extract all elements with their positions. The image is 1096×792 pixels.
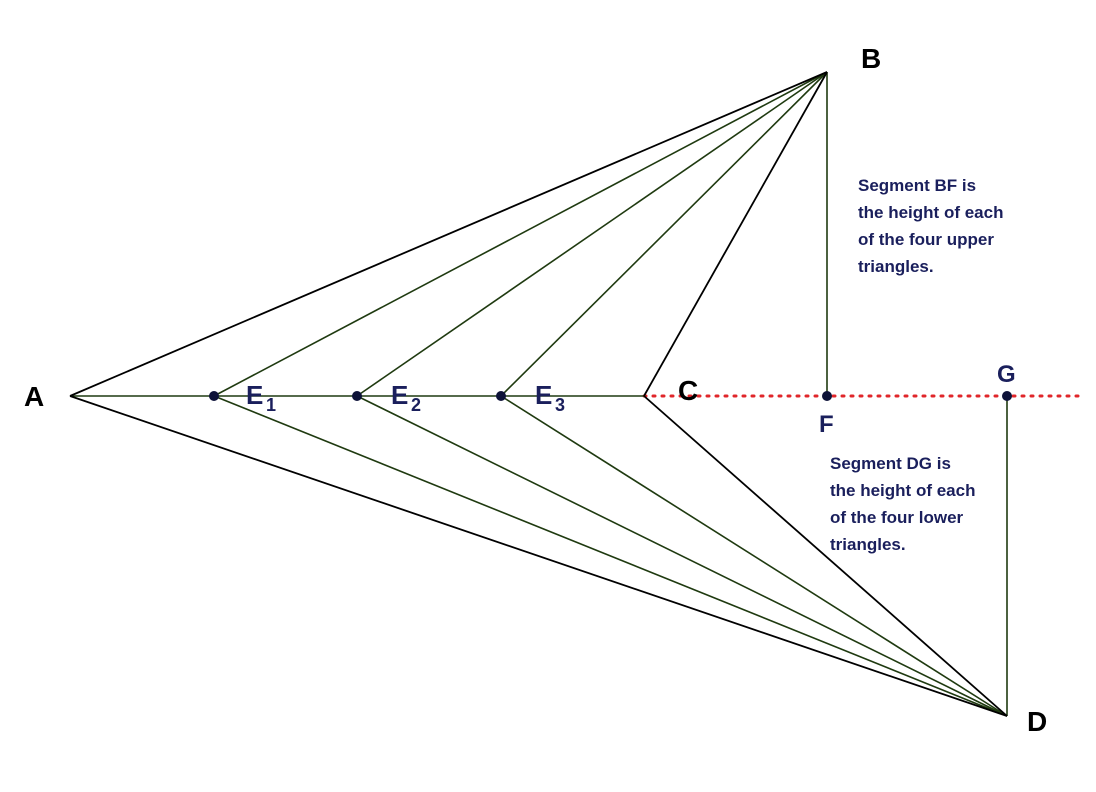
segment-E2-B [356, 71, 828, 397]
label-E3-subscript: 3 [555, 395, 565, 415]
note-lower-line: the height of each [830, 481, 975, 500]
note-lower: Segment DG is the height of each of the … [830, 454, 975, 554]
segment-A-D [69, 395, 1008, 717]
note-upper-line: Segment BF is [858, 176, 976, 195]
label-E1: E 1 [246, 380, 276, 415]
label-E3: E 3 [535, 380, 565, 415]
note-upper-line: of the four upper [858, 230, 994, 249]
label-G: G [997, 361, 1016, 388]
label-E2-subscript: 2 [411, 395, 421, 415]
label-E1-subscript: 1 [266, 395, 276, 415]
label-E2-letter: E [391, 380, 408, 410]
label-A: A [24, 381, 44, 412]
label-C: C [678, 375, 698, 406]
segment-E1-B [213, 71, 828, 397]
label-E2: E 2 [391, 380, 421, 415]
label-D: D [1027, 706, 1047, 737]
segment-C-D [643, 395, 1008, 717]
note-lower-line: Segment DG is [830, 454, 951, 473]
segment-C-B [643, 71, 828, 397]
note-lower-line: triangles. [830, 535, 906, 554]
segment-E3-D [500, 395, 1008, 717]
segment-E2-D [356, 395, 1008, 717]
point-E3 [496, 391, 506, 401]
label-E3-letter: E [535, 380, 552, 410]
segment-A-B [69, 71, 828, 397]
note-upper-line: triangles. [858, 257, 934, 276]
label-F: F [819, 411, 834, 438]
points [209, 391, 1012, 401]
segment-E3-B [500, 71, 828, 397]
note-lower-line: of the four lower [830, 508, 964, 527]
point-E1 [209, 391, 219, 401]
note-upper-line: the height of each [858, 203, 1003, 222]
label-E1-letter: E [246, 380, 263, 410]
point-G [1002, 391, 1012, 401]
point-F [822, 391, 832, 401]
point-E2 [352, 391, 362, 401]
black-segments [69, 71, 1008, 717]
label-B: B [861, 43, 881, 74]
note-upper: Segment BF is the height of each of the … [858, 176, 1003, 276]
segment-E1-D [213, 395, 1008, 717]
